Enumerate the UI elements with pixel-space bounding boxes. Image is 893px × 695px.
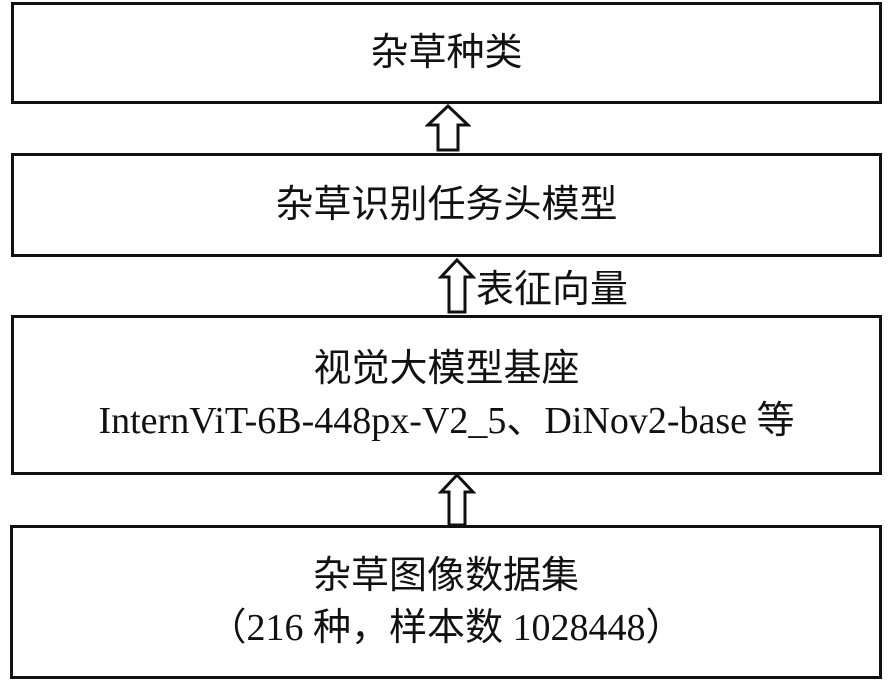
dataset-stats: （216 种，样本数 1028448） [208,607,684,649]
up-arrow-icon [438,472,476,527]
weed-species-text: 杂草种类 [370,32,523,74]
weed-species-box: 杂草种类 [11,2,882,104]
task-head-text: 杂草识别任务头模型 [275,184,618,226]
task-head-box: 杂草识别任务头模型 [11,153,882,257]
backbone-models: InternViT-6B-448px-V2_5、DiNov2-base 等 [98,400,795,442]
feature-vector-label: 表征向量 [476,269,629,311]
up-arrow-icon [425,103,471,152]
backbone-title: 视觉大模型基座 [313,348,580,390]
backbone-box: 视觉大模型基座 InternViT-6B-448px-V2_5、DiNov2-b… [11,315,882,475]
up-arrow-icon [438,257,476,314]
dataset-title: 杂草图像数据集 [312,555,579,597]
dataset-box: 杂草图像数据集 （216 种，样本数 1028448） [10,525,882,679]
